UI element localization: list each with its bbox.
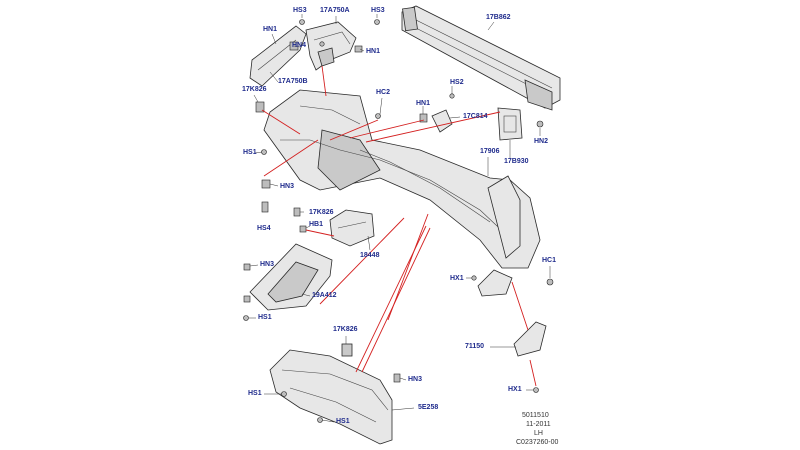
label-hc2: HC2: [376, 89, 391, 96]
cover-19a412: [249, 243, 333, 311]
leader-lines: [249, 14, 551, 423]
label-17c814: 17C814: [463, 113, 488, 120]
alignment-lines: [261, 65, 537, 387]
label-5e258: 5E258: [418, 404, 439, 411]
bracket-17a750a: [305, 21, 357, 71]
label-hs1-lower: HS1: [336, 418, 350, 425]
label-hs1-lower-left: HS1: [248, 390, 262, 397]
label-17b862: 17B862: [486, 14, 511, 21]
label-17k826-middle: 17K826: [309, 209, 334, 216]
label-hx1-middle: HX1: [450, 275, 464, 282]
label-17b930: 17B930: [504, 158, 529, 165]
bracket-17c814: [431, 109, 453, 133]
label-hn3-lower: HN3: [408, 376, 423, 383]
label-17906: 17906: [480, 148, 500, 155]
label-hn3-cover: HN3: [260, 261, 275, 268]
bracket-71150: [513, 321, 547, 357]
label-18448: 18448: [360, 252, 380, 259]
label-hx1-lower: HX1: [508, 386, 522, 393]
label-hs4: HS4: [257, 225, 271, 232]
bumper-cover: [263, 89, 541, 269]
label-hs2: HS2: [450, 79, 464, 86]
bracket-17a750b: [249, 25, 307, 87]
label-hs1-left: HS1: [243, 149, 257, 156]
label-17k826-left: 17K826: [242, 86, 267, 93]
diagram-code: 5011510: [522, 412, 549, 419]
label-hn2: HN2: [534, 138, 549, 145]
reinforcement-beam: [401, 5, 561, 111]
reflector-18448: [329, 209, 375, 247]
label-hs3-top: HS3: [293, 7, 307, 14]
label-hn1-top-left: HN1: [263, 26, 278, 33]
label-hn4: HN4: [292, 42, 307, 49]
label-hc1: HC1: [542, 257, 557, 264]
diagram-drawing-number: C0237260-00: [516, 439, 559, 446]
label-71150: 71150: [465, 343, 485, 350]
label-hb1: HB1: [309, 221, 324, 228]
label-hs1-cover: HS1: [258, 314, 272, 321]
label-hn3-left: HN3: [280, 183, 295, 190]
label-hn1-top-right: HN1: [366, 48, 381, 55]
label-hn1-middle: HN1: [416, 100, 431, 107]
bracket-17b930: [497, 107, 523, 141]
diagram-date: 11-2011: [526, 421, 551, 428]
label-17k826-lower: 17K826: [333, 326, 358, 333]
lower-valance-5e258: [269, 343, 393, 445]
fasteners: [243, 19, 554, 423]
label-17a750b: 17A750B: [278, 78, 308, 85]
label-hs3-right: HS3: [371, 7, 385, 14]
label-19a412: 19A412: [312, 292, 337, 299]
label-17a750a: 17A750A: [320, 7, 350, 14]
bracket-lower-hx1: [477, 269, 513, 297]
diagram-side: LH: [534, 430, 543, 437]
